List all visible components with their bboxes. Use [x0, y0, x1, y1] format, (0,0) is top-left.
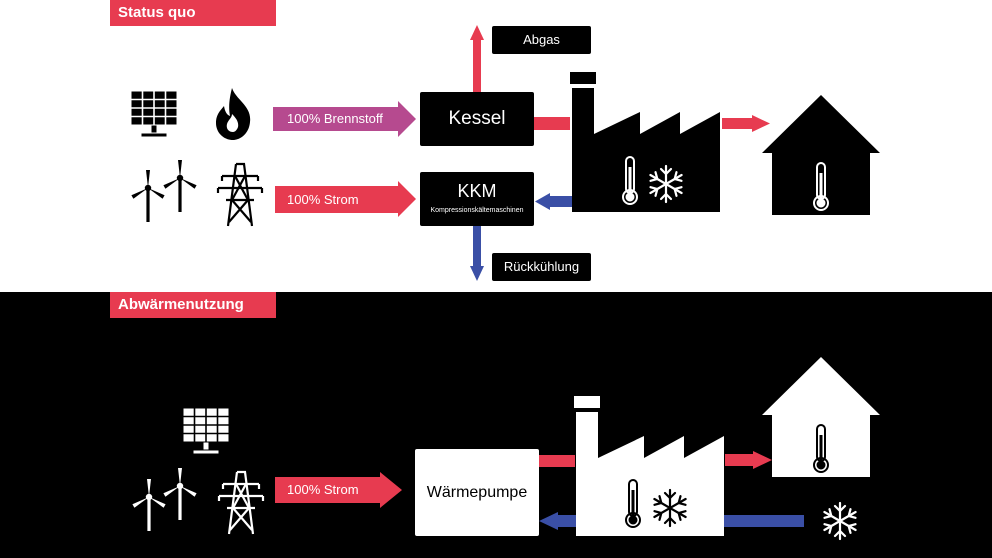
- waste-heat-title: Abwärmenutzung: [110, 292, 276, 318]
- kkm-box: KKM Kompressionskältemaschinen: [420, 172, 534, 226]
- exhaust-label: Abgas: [492, 26, 591, 54]
- kessel-box: Kessel: [420, 92, 534, 146]
- power-pylon-icon: [217, 470, 265, 536]
- cooling-return-arrow-top: [535, 193, 572, 210]
- solar-panel-icon: [182, 407, 230, 455]
- factory-icon: [574, 396, 724, 536]
- kessel-label: Kessel: [448, 108, 506, 129]
- fuel-arrow: [273, 101, 416, 137]
- heatpump-label: Wärmepumpe: [426, 484, 528, 501]
- status-quo-title: Status quo: [110, 0, 276, 26]
- fuel-label: 100% Brennstoff: [287, 111, 383, 126]
- power-pylon-icon: [216, 162, 264, 228]
- power-label-bottom: 100% Strom: [287, 482, 359, 497]
- cooling-return-arrow-bottom: [539, 512, 804, 530]
- heatpump-to-factory-link: [539, 455, 575, 467]
- heat-to-house-arrow-bottom: [725, 451, 772, 469]
- exhaust-arrow: [470, 25, 484, 92]
- recooling-label: Rückkühlung: [492, 253, 591, 281]
- factory-icon: [570, 72, 720, 212]
- heatpump-box: Wärmepumpe: [415, 449, 539, 536]
- wind-turbine-icon: [163, 160, 197, 212]
- kkm-label: KKM: [457, 181, 497, 201]
- snowflake-icon: [823, 501, 857, 541]
- solar-panel-icon: [130, 90, 178, 138]
- heat-to-house-arrow-top: [722, 115, 770, 132]
- flame-icon: [216, 88, 251, 140]
- kkm-subtitle: Kompressionskältemaschinen: [430, 207, 524, 214]
- power-arrow-top: [275, 181, 416, 217]
- recooling-arrow: [470, 226, 484, 281]
- power-label-top: 100% Strom: [287, 192, 359, 207]
- power-arrow-bottom: [275, 472, 402, 508]
- wind-turbine-icon: [132, 479, 166, 531]
- kessel-to-factory-link: [534, 117, 570, 130]
- wind-turbine-icon: [163, 468, 197, 520]
- wind-turbine-icon: [131, 170, 165, 222]
